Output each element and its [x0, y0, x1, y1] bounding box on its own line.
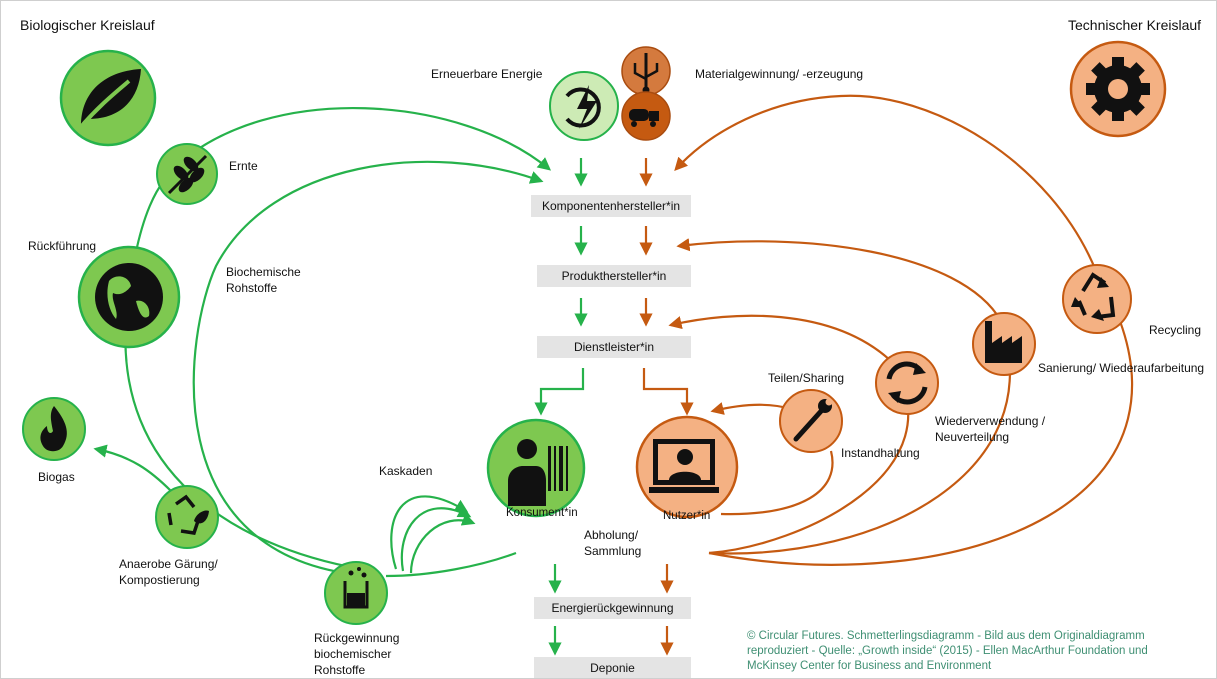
product-manufacturer-box: Produkthersteller*in: [537, 265, 691, 287]
collection-label-2: Sammlung: [584, 544, 642, 558]
service-provider-box: Dienstleister*in: [537, 336, 691, 358]
components-manufacturer-box: Komponentenhersteller*in: [531, 195, 691, 217]
anaerobic-label-1: Anaerobe Gärung/: [119, 557, 218, 571]
factory-icon: [972, 312, 1036, 376]
renewable-energy-label: Erneuerbare Energie: [431, 67, 543, 81]
return-label: Rückführung: [28, 239, 97, 253]
bio-biogas-arrow: [93, 444, 172, 492]
cascade-3: [409, 513, 476, 574]
consumer-label: Konsument*in: [506, 507, 578, 519]
recycle-icon: [1062, 264, 1132, 334]
shop-icon: [486, 418, 586, 518]
cascades-label: Kaskaden: [379, 464, 433, 478]
collection-label-1: Abholung/: [584, 528, 639, 542]
recycling-label: Recycling: [1149, 323, 1202, 337]
cascade-1: [390, 495, 469, 570]
credit-line-2: reproduziert - Quelle: „Growth inside“ (…: [747, 645, 1148, 657]
sync-icon: [875, 351, 939, 415]
harvest-label: Ernte: [229, 159, 258, 173]
material-extraction-label: Materialgewinnung/ -erzeugung: [695, 67, 864, 81]
bio-outer-top: [175, 106, 552, 171]
tech-cycle-title: Technischer Kreislauf: [1068, 17, 1202, 33]
energy-recovery-box: Energierückgewinnung: [534, 597, 691, 619]
bio-consumer-out: [385, 551, 517, 578]
cement-truck-icon: [621, 91, 671, 141]
biochem-label-2: Rohstoffe: [226, 281, 278, 295]
leaf-icon: [59, 49, 157, 147]
user-label: Nutzer*in: [663, 510, 711, 522]
biochem-label-1: Biochemische: [226, 265, 301, 279]
reuse-label-2: Neuverteilung: [935, 430, 1010, 444]
credit-line-3: McKinsey Center for Business and Environ…: [747, 660, 992, 672]
maintenance-label: Instandhaltung: [841, 446, 920, 460]
bio-outer-loop: [124, 165, 362, 571]
credit-line-1: © Circular Futures. Schmetterlingsdiagra…: [747, 630, 1145, 642]
usb-icon: [621, 46, 671, 96]
bio-loops: [93, 106, 588, 656]
recovery-label-3: Rohstoffe: [314, 663, 366, 677]
flame-icon: [22, 397, 86, 461]
wheat-icon: [156, 143, 218, 205]
refurbish-label: Sanierung/ Wiederaufarbeitung: [1038, 361, 1205, 375]
wrench-icon: [779, 389, 843, 453]
globe-icon: [77, 245, 181, 349]
bio-cycle-title: Biologischer Kreislauf: [20, 17, 155, 33]
beaker-icon: [324, 561, 388, 625]
biogas-label: Biogas: [38, 470, 75, 484]
recycle-leaf-icon: [155, 485, 219, 549]
sharing-label: Teilen/Sharing: [768, 371, 845, 385]
landfill-box: Deponie: [534, 657, 691, 678]
anaerobic-label-2: Kompostierung: [119, 573, 200, 587]
monitor-user-icon: [635, 415, 739, 519]
recovery-label-1: Rückgewinnung: [314, 631, 400, 645]
reuse-label-1: Wiederverwendung /: [935, 414, 1046, 428]
maintenance-loop: [720, 450, 834, 516]
recovery-label-2: biochemischer: [314, 647, 392, 661]
recycling-loop: [674, 94, 1133, 566]
bio-middle-loop: [192, 160, 544, 578]
gear-icon: [1069, 40, 1167, 138]
sharing-arrow: [710, 402, 792, 415]
cascade-2: [400, 505, 472, 572]
renewable-energy-icon: [549, 71, 619, 141]
